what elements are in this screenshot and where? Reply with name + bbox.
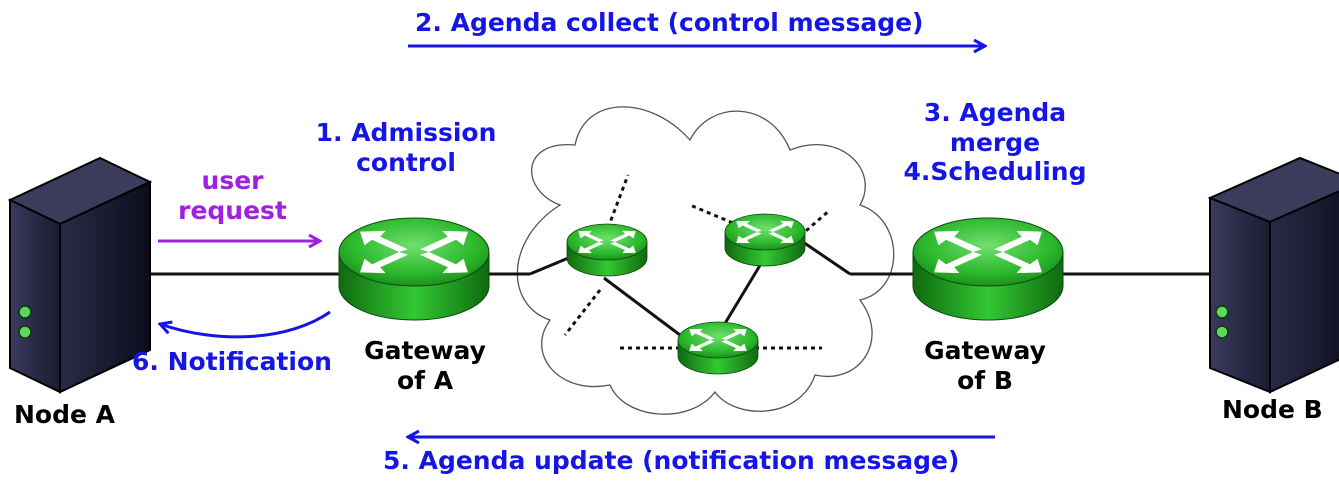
node-a-label: Node A	[14, 400, 116, 429]
router-arrows	[360, 220, 1042, 352]
user-request-line1: user	[201, 166, 264, 195]
gateway-b-label: Gateway of B	[915, 336, 1055, 395]
scheduling-label: 4.Scheduling	[903, 157, 1087, 186]
agenda-update-label: 5. Agenda update (notification message)	[383, 446, 960, 475]
node-a-server-icon	[7, 156, 153, 394]
node-b-server-icon	[1207, 156, 1339, 394]
gateway-a-line1: Gateway	[364, 336, 486, 365]
gateway-b-line2: of B	[957, 365, 1013, 395]
merge-label-line2: merge	[949, 127, 1041, 157]
user-request-label: user request	[160, 166, 305, 225]
user-request-line2: request	[178, 195, 287, 225]
gateway-b-line1: Gateway	[924, 336, 1046, 365]
notification-arrow	[160, 310, 331, 339]
admission-label-line2: control	[356, 147, 456, 177]
notification-label: 6. Notification	[132, 347, 332, 376]
agenda-collect-label: 2. Agenda collect (control message)	[415, 8, 924, 37]
cloud-icon	[516, 106, 895, 415]
node-b-label: Node B	[1222, 395, 1323, 424]
link-router-2-cloud	[799, 238, 851, 276]
admission-label-line1: 1. Admission	[315, 118, 497, 147]
agenda-merge-label: 3. Agenda merge 4.Scheduling	[900, 98, 1090, 187]
merge-label-line1: 3. Agenda	[923, 98, 1067, 127]
gateway-a-label: Gateway of A	[355, 336, 495, 395]
admission-control-label: 1. Admission control	[300, 118, 512, 177]
gateway-a-line2: of A	[396, 365, 454, 395]
